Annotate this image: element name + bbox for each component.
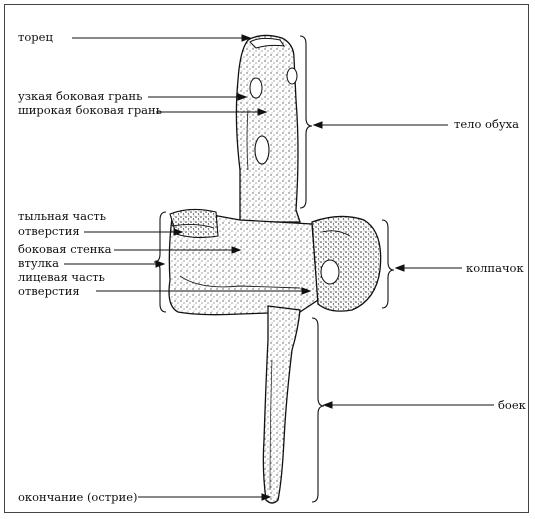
label-cap: колпачок — [466, 262, 524, 275]
striker-shape — [263, 306, 300, 503]
label-front-hole-line2: отверстия — [18, 285, 80, 298]
label-torets: торец — [18, 31, 53, 44]
label-striker: боек — [498, 399, 526, 412]
label-back-hole-line1: тыльная часть — [18, 210, 106, 223]
label-sleeve: втулка — [18, 257, 59, 270]
butt-body-shape — [236, 35, 300, 222]
label-back-hole-line2: отверстия — [18, 225, 80, 238]
label-tip: окончание (острие) — [18, 491, 137, 504]
label-wide-face: широкая боковая грань — [18, 104, 162, 117]
label-side-wall: боковая стенка — [18, 243, 112, 256]
label-butt-body: тело обуха — [454, 118, 519, 131]
label-front-hole-line1: лицевая часть — [18, 271, 105, 284]
label-narrow-face: узкая боковая грань — [18, 90, 142, 103]
cap-shape — [312, 216, 381, 311]
